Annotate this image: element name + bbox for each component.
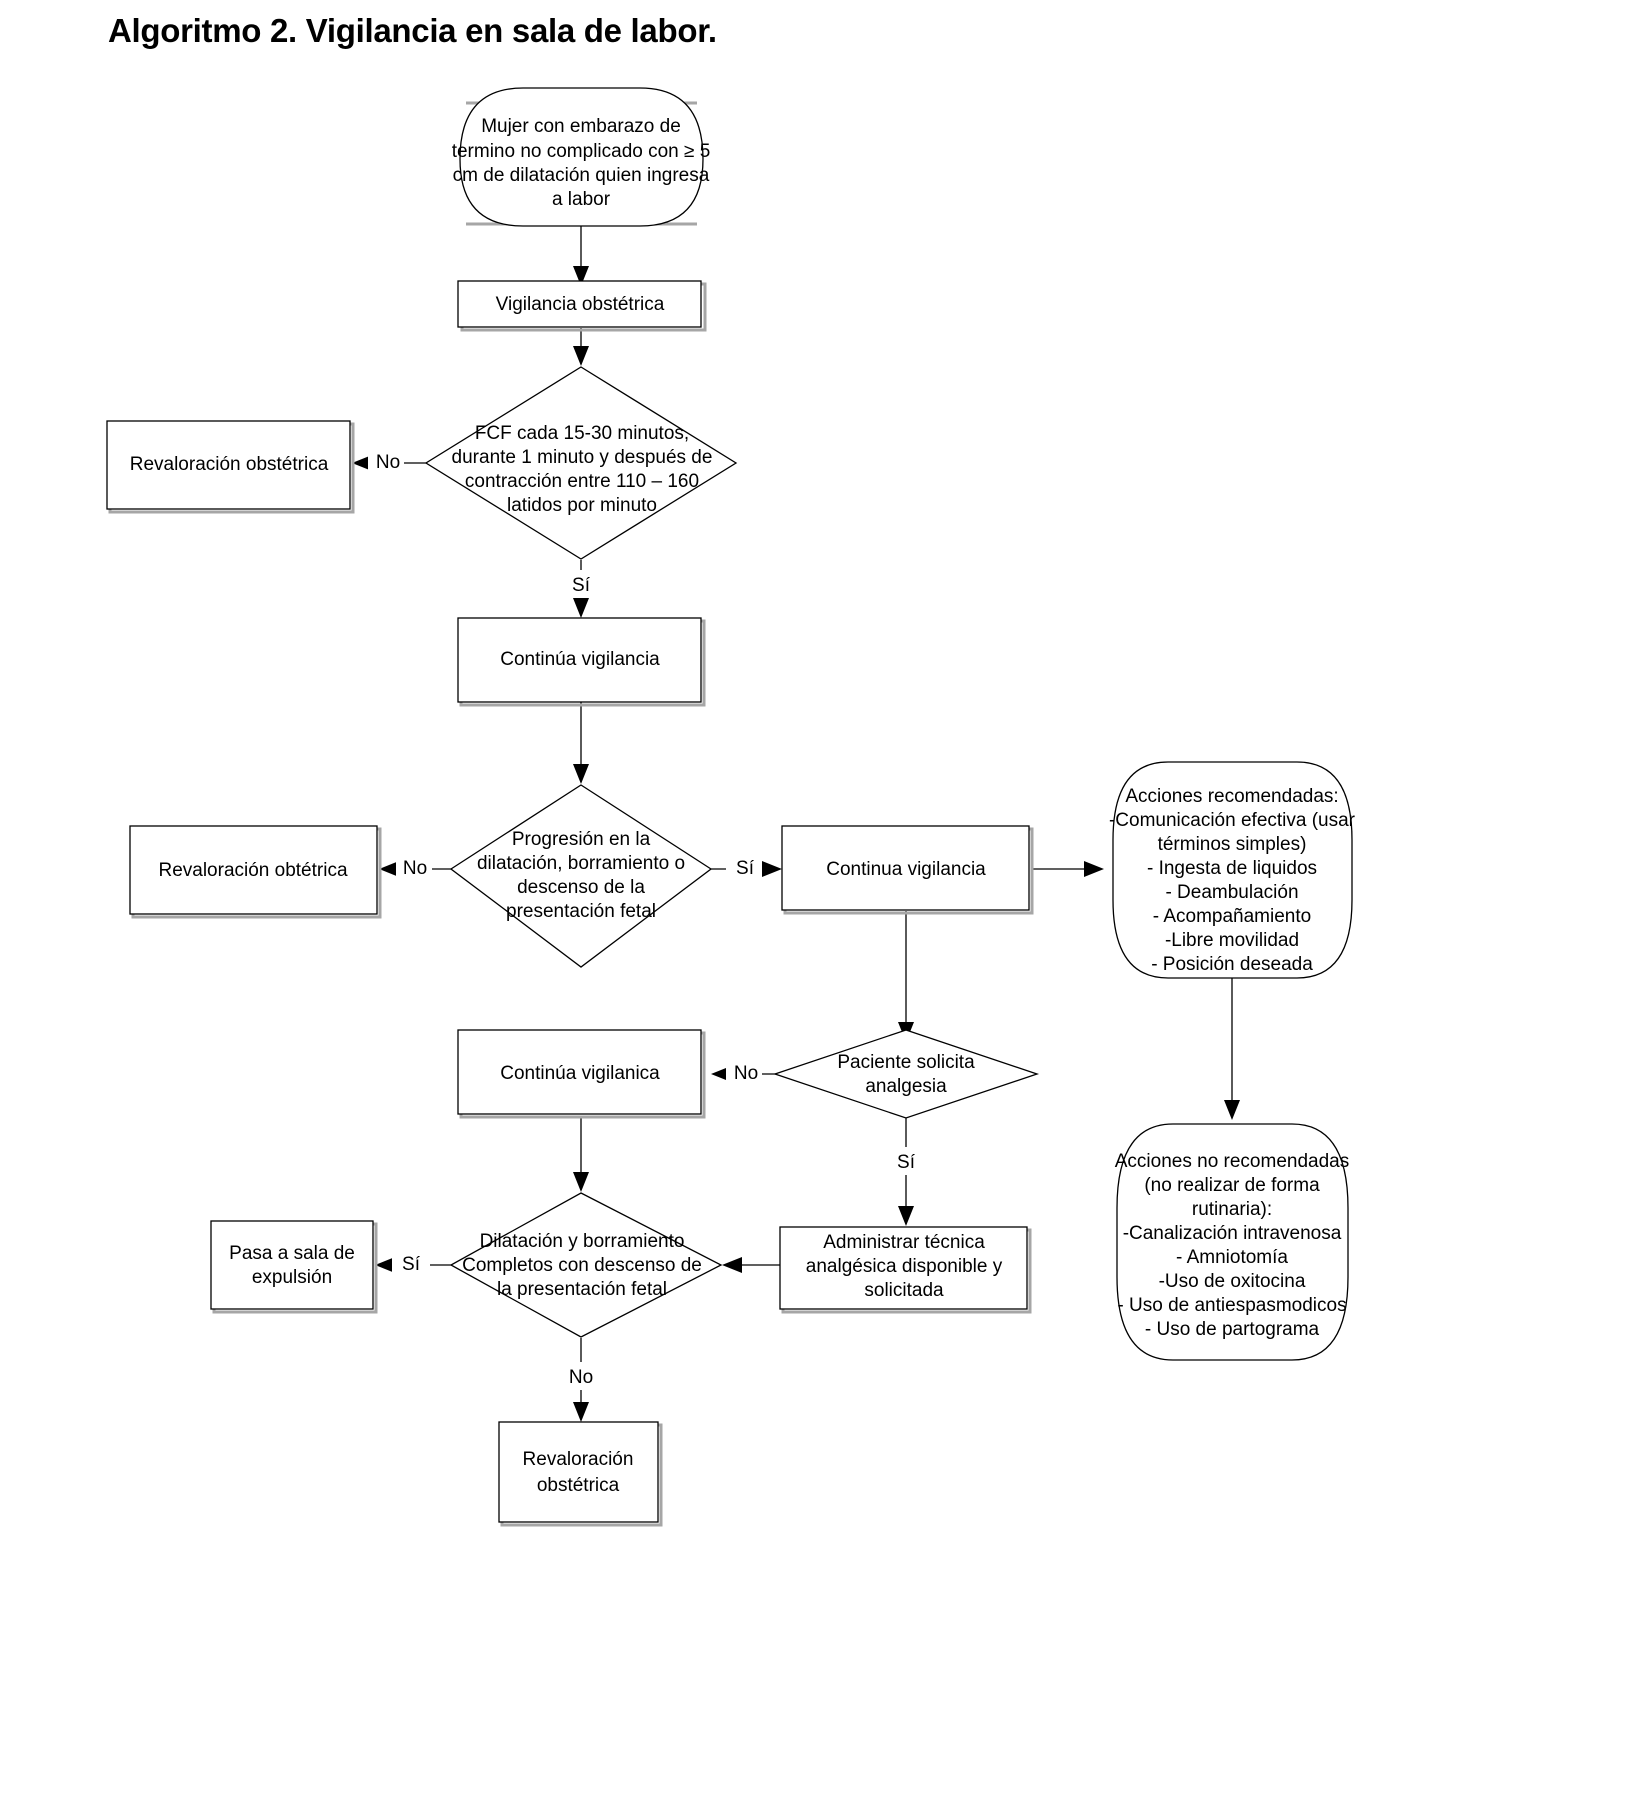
node-acciones-rec-line-5: - Acompañamiento [1153,906,1311,927]
node-continua-vigilancia-2-label: Continua vigilancia [826,859,986,880]
node-administrar-tecnica[interactable]: Administrar técnica analgésica disponibl… [779,1226,1032,1314]
edge-fcf-no: No [352,449,427,477]
edge-vigilancia-to-fcf [573,328,589,366]
node-acciones-no-line-3: -Canalización intravenosa [1123,1223,1342,1244]
node-acciones-rec-line-0: Acciones recomendadas: [1125,786,1338,807]
node-pasa-sala-line-0: Pasa a sala de [229,1243,355,1264]
edge-administrar-to-dilatacion [722,1257,780,1273]
node-progresion-line-1: dilatación, borramiento o [477,853,685,874]
node-dilatacion-line-2: la presentación fetal [497,1279,667,1300]
node-administrar-line-1: analgésica disponible y [806,1256,1003,1277]
node-fcf-line-3: latidos por minuto [507,495,657,516]
node-dilatacion-decision[interactable]: Dilatación y borramiento Completos con d… [449,1192,723,1338]
edge-acciones-to-no-acciones [1224,977,1240,1120]
node-progresion-line-3: presentación fetal [506,901,656,922]
node-revaloracion-obstetrica-3[interactable]: Revaloración obstétrica [498,1421,663,1527]
node-acciones-no-line-6: - Uso de antiespasmodicos [1117,1295,1346,1316]
node-revaloracion-3-line-1: obstétrica [537,1475,620,1496]
node-revaloracion-obtetrica-2[interactable]: Revaloración obtétrica [129,825,382,919]
edge-analgesia-si: Sí [883,1117,929,1226]
node-progresion-line-0: Progresión en la [512,829,651,850]
node-fcf-line-1: durante 1 minuto y después de [452,447,713,468]
node-acciones-no-line-5: -Uso de oxitocina [1159,1271,1306,1292]
node-fcf-decision[interactable]: FCF cada 15-30 minutos, durante 1 minuto… [424,366,738,560]
edge-fcf-si: Sí [558,560,604,618]
node-analgesia-line-0: Paciente solicita [837,1052,975,1073]
node-acciones-no-line-4: - Amniotomía [1176,1247,1288,1268]
edge-label-no-fcf: No [376,452,400,473]
edge-label-si-dilatacion: Sí [402,1254,421,1275]
node-acciones-no-line-2: rutinaria): [1192,1199,1272,1220]
node-start[interactable]: Mujer con embarazo de termino no complic… [452,87,711,227]
node-continua-vigilanica-3[interactable]: Continúa vigilanica [457,1029,706,1119]
node-fcf-line-0: FCF cada 15-30 minutos, [475,423,689,444]
node-acciones-no-line-0: Acciones no recomendadas [1115,1151,1349,1172]
node-acciones-rec-line-2: términos simples) [1158,834,1307,855]
node-analgesia-line-1: analgesia [865,1076,947,1097]
node-revaloracion-3-line-0: Revaloración [523,1449,634,1470]
node-revaloracion-1-label: Revaloración obstétrica [130,454,329,475]
node-revaloracion-2-label: Revaloración obtétrica [158,860,347,881]
edge-continua2-to-analgesia [898,911,914,1042]
node-continua-vigilanica-3-label: Continúa vigilanica [500,1063,660,1084]
node-acciones-rec-line-3: - Ingesta de liquidos [1147,858,1317,879]
node-vigilancia-obstetrica-label: Vigilancia obstétrica [496,294,665,315]
node-acciones-no-line-1: (no realizar de forma [1144,1175,1320,1196]
edge-progresion-no: No [379,855,452,883]
edge-dilatacion-no: No [558,1338,604,1422]
node-analgesia-decision[interactable]: Paciente solicita analgesia [772,1029,1040,1119]
edge-continua3-to-dilatacion [573,1118,589,1192]
edge-label-si-progresion: Sí [736,858,755,879]
edges-layer: No Sí No Sí [352,226,1240,1422]
node-fcf-line-2: contracción entre 110 – 160 [465,471,699,492]
node-acciones-recomendadas[interactable]: Acciones recomendadas: -Comunicación efe… [1109,761,1356,979]
edge-continua1-to-progresion [573,702,589,784]
edge-dilatacion-si: Sí [375,1251,452,1279]
edge-progresion-si: Sí [711,855,782,883]
node-dilatacion-line-1: Completos con descenso de [462,1255,702,1276]
node-acciones-no-recomendadas[interactable]: Acciones no recomendadas (no realizar de… [1115,1123,1349,1361]
node-acciones-rec-line-6: -Libre movilidad [1165,930,1299,951]
node-dilatacion-line-0: Dilatación y borramiento [480,1231,685,1252]
node-acciones-rec-line-1: -Comunicación efectiva (usar [1109,810,1356,831]
node-progresion-line-2: descenso de la [517,877,645,898]
node-start-line-2: cm de dilatación quien ingresa [453,165,710,186]
edge-label-no-analgesia: No [734,1063,758,1084]
edge-continua2-to-acciones [1032,861,1104,877]
node-pasa-sala-line-1: expulsión [252,1267,332,1288]
node-start-line-0: Mujer con embarazo de [481,116,681,137]
node-vigilancia-obstetrica[interactable]: Vigilancia obstétrica [457,280,707,332]
node-acciones-rec-line-7: - Posición deseada [1151,954,1313,975]
node-start-line-1: termino no complicado con ≥ 5 [452,141,711,162]
node-administrar-line-2: solicitada [864,1280,944,1301]
node-continua-vigilancia-2[interactable]: Continua vigilancia [781,825,1034,915]
node-revaloracion-obstetrica-1[interactable]: Revaloración obstétrica [106,420,355,514]
node-progresion-decision[interactable]: Progresión en la dilatación, borramiento… [449,784,713,968]
page-title: Algoritmo 2. Vigilancia en sala de labor… [108,12,717,49]
node-continua-vigilancia-1[interactable]: Continúa vigilancia [457,617,706,707]
edge-label-si-analgesia: Sí [897,1152,916,1173]
edge-start-to-vigilancia [573,226,589,286]
edge-analgesia-no: No [711,1060,776,1088]
node-pasa-sala-expulsion[interactable]: Pasa a sala de expulsión [210,1220,378,1314]
node-start-line-3: a labor [552,189,611,210]
node-continua-vigilancia-1-label: Continúa vigilancia [500,649,660,670]
node-acciones-rec-line-4: - Deambulación [1165,882,1298,903]
edge-label-si-fcf: Sí [572,575,591,596]
edge-label-no-progresion: No [403,858,427,879]
node-administrar-line-0: Administrar técnica [823,1232,985,1253]
node-acciones-no-line-7: - Uso de partograma [1145,1319,1320,1340]
edge-label-no-dilatacion: No [569,1367,593,1388]
